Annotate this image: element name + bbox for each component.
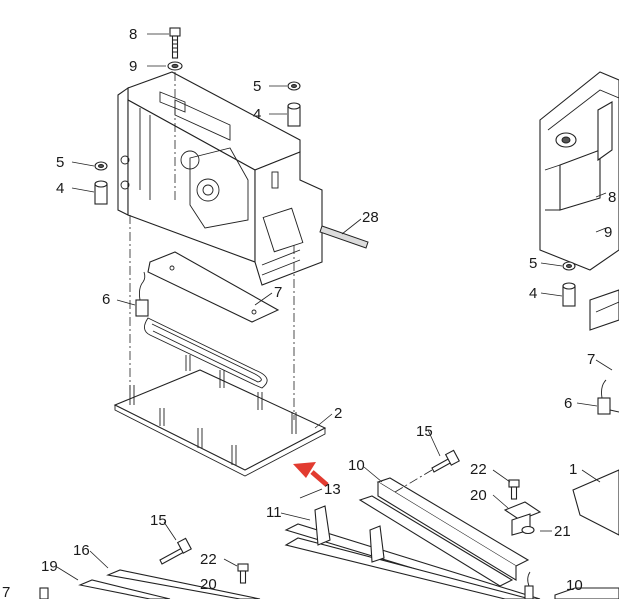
callout-7-right: 7 [587,351,595,368]
rail-10-right [554,587,619,599]
callout-10-upper: 10 [348,457,365,474]
rail-16 [78,569,261,599]
heater-element-6-right [597,379,619,415]
callout-7-lower: 7 [2,584,10,599]
rail-bracket-11 [284,505,541,599]
callout-19: 19 [41,558,58,575]
washer-9-top [167,61,183,71]
callout-8-right: 8 [608,189,616,206]
frame-housing-right [539,71,619,331]
callout-4-left: 4 [56,180,64,197]
screw-22-lower [237,563,249,584]
callout-7-gasket: 7 [274,284,282,301]
callout-20-lower: 20 [200,576,217,593]
screw-22-upper [508,479,520,500]
leader-lines [56,33,613,581]
screw-15-upper [394,449,460,493]
base-plate-1 [572,469,619,536]
callout-10-right: 10 [566,577,583,594]
screw-15-lower [159,537,192,565]
frame-housing [117,71,323,286]
callout-6-right: 6 [564,395,572,412]
callout-22-lower: 22 [200,551,217,568]
callout-5-right-assembly: 5 [529,255,537,272]
callout-4-right: 4 [253,106,261,123]
callout-21: 21 [554,523,571,540]
spacer-4-right [287,102,301,127]
callout-13: 13 [324,481,341,498]
callout-11: 11 [266,504,282,521]
strip-28 [319,225,369,249]
callout-16: 16 [73,542,90,559]
callout-1: 1 [569,461,577,478]
spacer-4-left [94,180,108,205]
callout-20-upper: 20 [470,487,487,504]
callout-2: 2 [334,405,342,422]
heater-element-6 [135,271,268,389]
nut-5-right-assembly [562,261,576,271]
nut-5-left [94,161,108,171]
base-plate-2 [113,355,327,477]
rail-10-upper [358,477,530,587]
installation-arrow [293,462,329,487]
cable-bottom [524,571,534,599]
part-7-lower-left [39,587,49,599]
nut-21 [521,525,535,535]
callout-5-left: 5 [56,154,64,171]
screw-8-top [169,27,181,59]
callout-9-top: 9 [129,58,137,75]
clamp-20-upper [503,501,542,536]
callout-5-right: 5 [253,78,261,95]
spacer-4-right-assembly [562,282,576,307]
callout-28: 28 [362,209,379,226]
callout-9-right: 9 [604,224,612,241]
callout-8-top: 8 [129,26,137,43]
gasket-7 [147,251,280,323]
callout-15-upper: 15 [416,423,433,440]
callout-6-left: 6 [102,291,110,308]
callout-22-upper: 22 [470,461,487,478]
callout-15-lower: 15 [150,512,167,529]
nut-5-right [287,81,301,91]
callout-4-right-assembly: 4 [529,285,537,302]
